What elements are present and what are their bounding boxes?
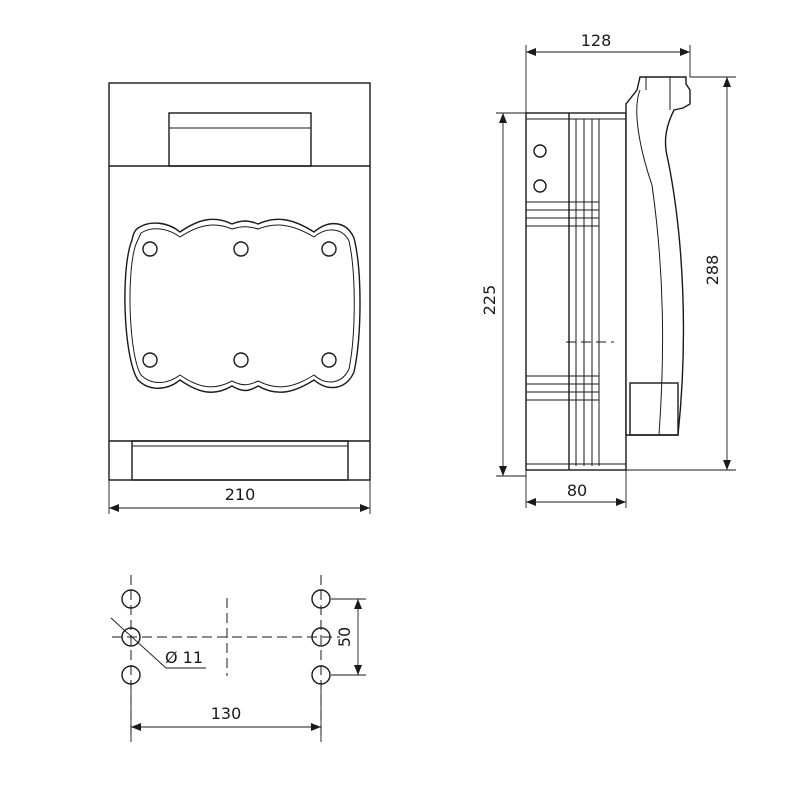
mount-hole (121, 589, 141, 609)
front-screw-hole (233, 352, 249, 368)
side-dim-left-label: 225 (480, 285, 499, 316)
side-dim-top-label: 128 (581, 31, 612, 50)
mount-dim-vertical-label: 50 (335, 627, 354, 647)
front-handle-top (168, 112, 312, 167)
side-view: 128 80 225 288 (480, 31, 736, 508)
front-view: 210 (108, 82, 371, 514)
front-dim-width-label: 210 (225, 485, 256, 504)
front-screw-hole (233, 241, 249, 257)
side-handle-profile (625, 76, 691, 436)
mount-hole (311, 665, 331, 685)
mount-dim-horizontal-label: 130 (211, 704, 242, 723)
mount-diameter-leader (110, 617, 167, 669)
mount-hole (311, 589, 331, 609)
front-screw-hole (321, 241, 337, 257)
front-cover-lobed-outline (124, 218, 361, 393)
front-outer-frame (108, 82, 371, 481)
side-dim-right-label: 288 (703, 255, 722, 286)
mount-hole (121, 627, 141, 647)
side-screw-hole (533, 144, 547, 158)
mount-hole (121, 665, 141, 685)
front-cover-lobed-inner (129, 224, 355, 388)
front-screw-hole (142, 352, 158, 368)
mount-hole (311, 627, 331, 647)
front-screw-hole (142, 241, 158, 257)
side-dim-bottom-label: 80 (567, 481, 587, 500)
front-bottom-bar (131, 440, 349, 481)
front-screw-hole (321, 352, 337, 368)
side-handle-inner-curve (636, 89, 664, 436)
mounting-pattern: Ø 11 130 50 (110, 575, 366, 742)
side-handle-bottom-block (629, 382, 679, 436)
mount-diameter-label: Ø 11 (165, 648, 203, 667)
side-screw-hole (533, 179, 547, 193)
